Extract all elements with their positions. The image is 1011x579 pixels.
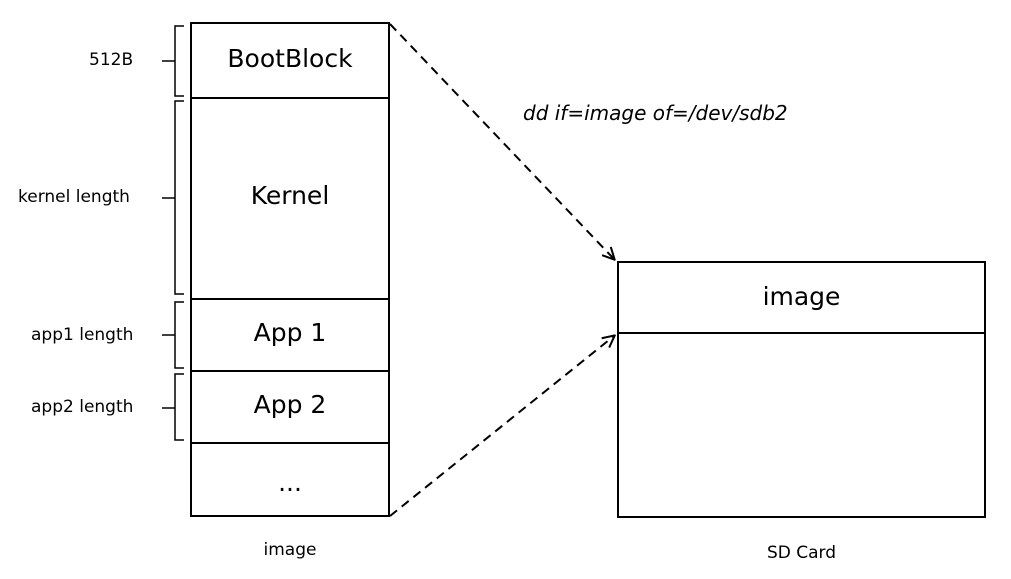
sd-card bbox=[617, 261, 986, 518]
segment-label-app1: App 1 bbox=[253, 318, 327, 347]
brace-bootblock bbox=[162, 25, 184, 97]
sd-card-outline bbox=[617, 261, 986, 518]
brace-app1 bbox=[162, 301, 184, 369]
sd-card-image-label: image bbox=[762, 282, 841, 311]
sd-card-caption: SD Card bbox=[766, 543, 837, 563]
size-label-app2: app2 length bbox=[31, 397, 134, 417]
brace-kernel bbox=[162, 100, 184, 295]
image-caption: image bbox=[263, 540, 317, 560]
size-label-bootblock: 512B bbox=[89, 50, 134, 70]
size-braces bbox=[162, 25, 184, 441]
arrow-top-dashed bbox=[389, 23, 614, 259]
arrow-bottom-dashed bbox=[389, 336, 614, 517]
segment-label-bootblock: BootBlock bbox=[227, 44, 353, 73]
image-stack-outline bbox=[190, 22, 390, 517]
segment-label-kernel: Kernel bbox=[250, 181, 330, 210]
size-label-kernel: kernel length bbox=[18, 187, 130, 207]
segment-label-ellipsis: ... bbox=[278, 468, 302, 497]
size-label-app1: app1 length bbox=[31, 325, 134, 345]
dd-command: dd if=image of=/dev/sdb2 bbox=[523, 101, 788, 125]
segment-label-app2: App 2 bbox=[253, 390, 327, 419]
brace-app2 bbox=[162, 373, 184, 441]
image-stack bbox=[190, 22, 390, 517]
